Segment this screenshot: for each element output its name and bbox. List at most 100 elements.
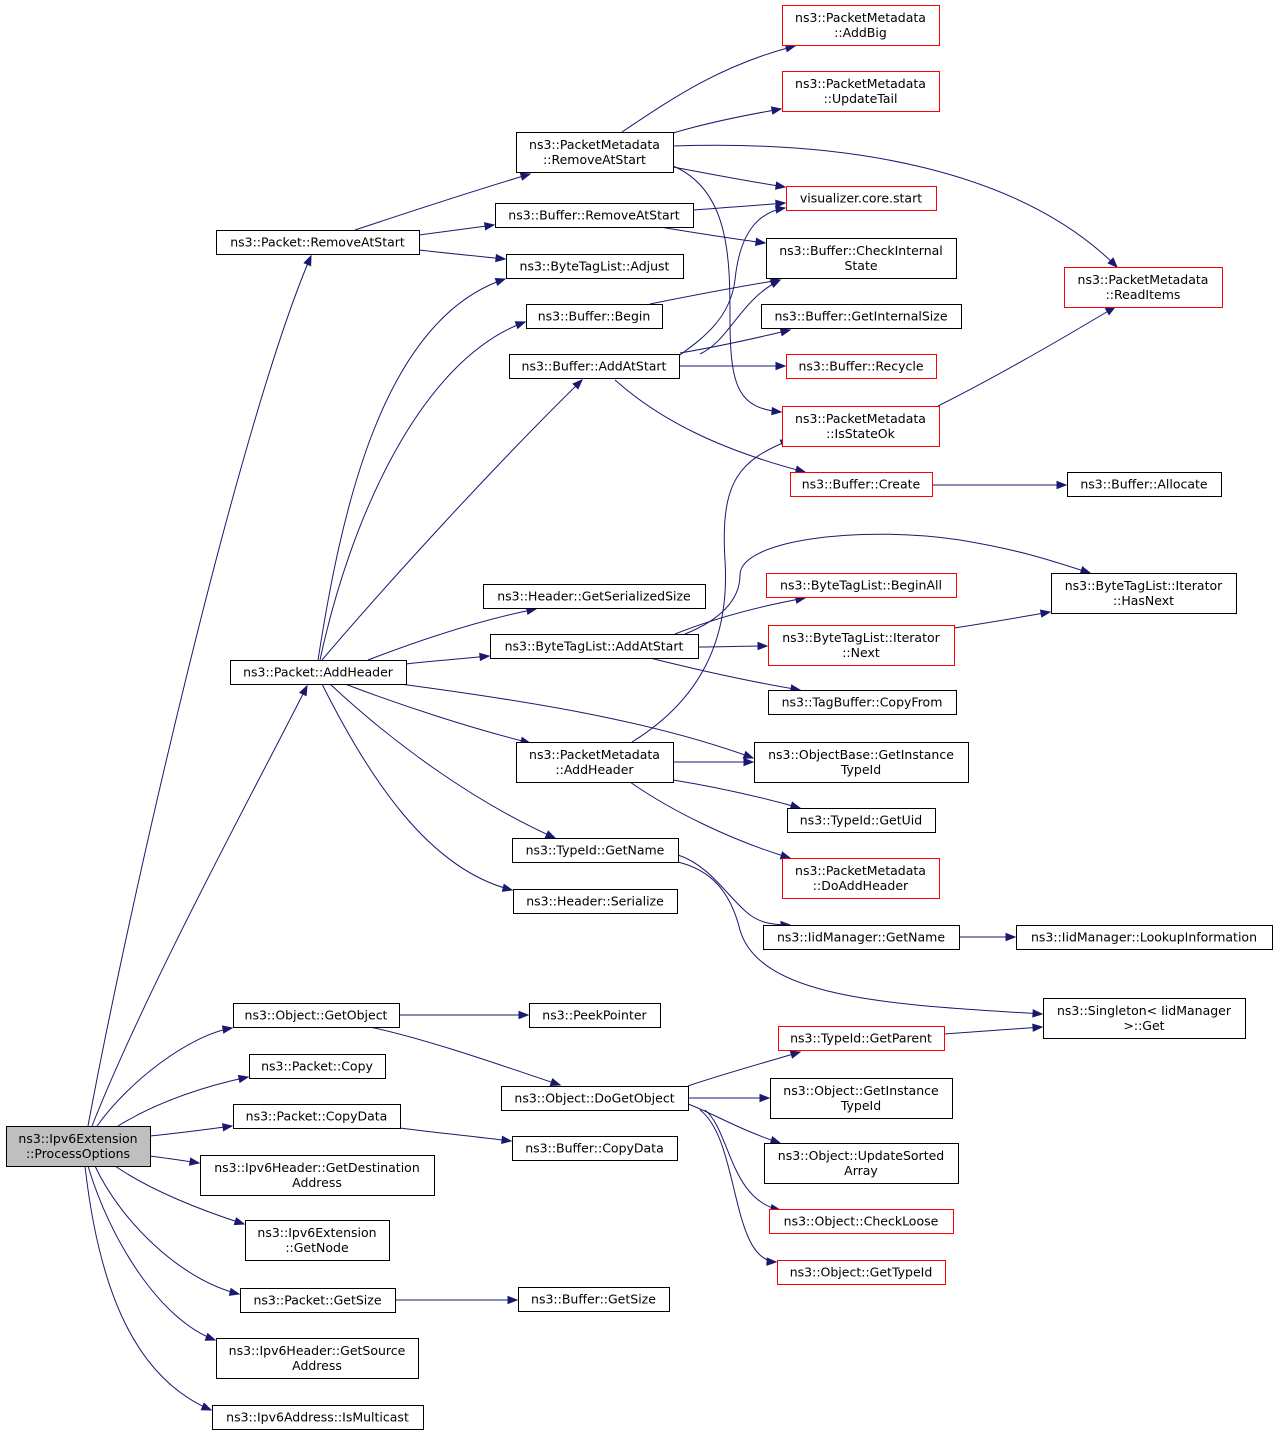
edge-pkt_addheader-to-btl_addatstart — [405, 652, 491, 665]
edge-typeid_getname-to-iid_getname — [677, 854, 792, 930]
node-obj-gettypeid[interactable]: ns3::Object::GetTypeId — [777, 1260, 946, 1285]
node-hdr-getserializedsize[interactable]: ns3::Header::GetSerializedSize — [483, 584, 706, 609]
node-pm-isstateok[interactable]: ns3::PacketMetadata::IsStateOk — [782, 406, 940, 447]
node-pm-readitems[interactable]: ns3::PacketMetadata::ReadItems — [1064, 267, 1223, 308]
node-box — [216, 230, 420, 255]
node-box — [766, 573, 957, 598]
node-btl-iter-next[interactable]: ns3::ByteTagList::Iterator::Next — [768, 625, 955, 666]
node-pkt-addheader[interactable]: ns3::Packet::AddHeader — [230, 660, 407, 685]
arrowhead — [766, 1257, 778, 1266]
node-label: ns3::Buffer::Begin — [538, 309, 651, 324]
node-pkt-copydata[interactable]: ns3::Packet::CopyData — [233, 1104, 401, 1129]
node-buf-copydata[interactable]: ns3::Buffer::CopyData — [512, 1136, 678, 1161]
node-box — [786, 186, 937, 211]
node-box — [233, 1003, 400, 1028]
node-ipv6addr-ismulticast[interactable]: ns3::Ipv6Address::IsMulticast — [212, 1405, 424, 1430]
node-label: ns3::PacketMetadata — [529, 747, 660, 762]
node-box — [200, 1155, 435, 1196]
node-pkt-removeatstart[interactable]: ns3::Packet::RemoveAtStart — [216, 230, 420, 255]
node-pm-addheader[interactable]: ns3::PacketMetadata::AddHeader — [516, 742, 674, 783]
node-label: ::ProcessOptions — [26, 1146, 130, 1161]
node-pm-doaddheader[interactable]: ns3::PacketMetadata::DoAddHeader — [782, 858, 940, 899]
node-label: TypeId — [840, 1098, 881, 1113]
node-buf-create[interactable]: ns3::Buffer::Create — [790, 472, 933, 497]
edge-pm_removeatstart-to-pm_readitems — [672, 144, 1118, 268]
node-box — [787, 808, 936, 833]
node-ipv6ext-getnode[interactable]: ns3::Ipv6Extension::GetNode — [245, 1220, 390, 1261]
node-pm-removeatstart[interactable]: ns3::PacketMetadata::RemoveAtStart — [516, 132, 674, 173]
edge-btl_iter_next-to-btl_iter_hasnext — [953, 609, 1052, 629]
node-buf-addatstart[interactable]: ns3::Buffer::AddAtStart — [509, 354, 680, 379]
node-btl-beginall[interactable]: ns3::ByteTagList::BeginAll — [766, 573, 957, 598]
edge-pm_removeatstart-to-pm_updatetail — [672, 106, 783, 134]
edge-buf_addatstart-to-buf_checkinternal — [699, 279, 782, 355]
node-obj-dogetobject[interactable]: ns3::Object::DoGetObject — [501, 1086, 689, 1111]
edge-obj_dogetobject-to-obj_gettypeid — [699, 1109, 778, 1266]
node-label: ns3::Object::GetInstance — [783, 1083, 939, 1098]
node-label: ns3::TypeId::GetUid — [800, 813, 922, 828]
node-label: ns3::Buffer::AddAtStart — [522, 359, 667, 374]
edge-root-to-pkt_getsize — [94, 1165, 241, 1296]
node-buf-begin[interactable]: ns3::Buffer::Begin — [526, 304, 663, 329]
edge-buf_addatstart-to-buf_getinternalsize — [679, 328, 792, 354]
node-iid-lookupinformation[interactable]: ns3::IidManager::LookupInformation — [1016, 925, 1273, 950]
node-box — [1064, 267, 1223, 308]
node-typeid-getname[interactable]: ns3::TypeId::GetName — [512, 838, 679, 863]
arrowhead — [759, 1093, 771, 1103]
node-buf-allocate[interactable]: ns3::Buffer::Allocate — [1067, 472, 1222, 497]
node-peekpointer[interactable]: ns3::PeekPointer — [529, 1003, 661, 1028]
node-pkt-copy[interactable]: ns3::Packet::Copy — [249, 1054, 386, 1079]
node-btl-iter-hasnext[interactable]: ns3::ByteTagList::Iterator::HasNext — [1051, 573, 1237, 614]
node-box — [506, 254, 684, 279]
node-box — [233, 1104, 401, 1129]
node-root[interactable]: ns3::Ipv6Extension::ProcessOptions — [6, 1126, 151, 1167]
node-typeid-getparent[interactable]: ns3::TypeId::GetParent — [778, 1026, 945, 1051]
node-box — [768, 690, 957, 715]
node-label: ns3::Object::DoGetObject — [514, 1091, 674, 1106]
nodes-layer: ns3::Ipv6Extension::ProcessOptionsns3::P… — [6, 5, 1273, 1430]
edge-root-to-ipv6addr_ismulticast — [84, 1165, 213, 1411]
edge-root-to-pkt_copydata — [149, 1123, 234, 1137]
node-label: Address — [292, 1358, 342, 1373]
node-iid-getname[interactable]: ns3::IidManager::GetName — [763, 925, 960, 950]
arrowhead — [779, 328, 792, 337]
arrowhead — [775, 199, 787, 209]
node-btl-adjust[interactable]: ns3::ByteTagList::Adjust — [506, 254, 684, 279]
arrowhead — [237, 1074, 250, 1084]
node-label: ns3::Object::UpdateSorted — [778, 1148, 944, 1163]
node-typeid-getuid[interactable]: ns3::TypeId::GetUid — [787, 808, 936, 833]
node-label: ns3::Singleton< IidManager — [1057, 1003, 1232, 1018]
node-buf-recycle[interactable]: ns3::Buffer::Recycle — [786, 354, 937, 379]
node-pm-addbig[interactable]: ns3::PacketMetadata::AddBig — [782, 5, 940, 46]
node-btl-addatstart[interactable]: ns3::ByteTagList::AddAtStart — [490, 634, 699, 659]
node-buf-getsize[interactable]: ns3::Buffer::GetSize — [518, 1287, 670, 1312]
node-tagbuf-copyfrom[interactable]: ns3::TagBuffer::CopyFrom — [768, 690, 957, 715]
edge-root-to-obj_getobject — [96, 1025, 234, 1127]
node-label: ns3::Buffer::GetSize — [531, 1292, 656, 1307]
arrowhead — [779, 851, 792, 860]
edge-buf_addatstart-to-buf_recycle — [679, 361, 787, 371]
node-hdr-serialize[interactable]: ns3::Header::Serialize — [513, 889, 678, 914]
node-label: ns3::Buffer::RemoveAtStart — [508, 208, 680, 223]
node-buf-removeatstart[interactable]: ns3::Buffer::RemoveAtStart — [495, 203, 694, 228]
node-singleton-get[interactable]: ns3::Singleton< IidManager>::Get — [1043, 998, 1246, 1039]
node-box — [766, 238, 957, 279]
node-box — [770, 1078, 953, 1119]
node-pm-updatetail[interactable]: ns3::PacketMetadata::UpdateTail — [782, 71, 940, 112]
node-box — [516, 742, 674, 783]
edge-btl_addatstart-to-btl_iter_next — [697, 641, 769, 651]
node-pkt-getsize[interactable]: ns3::Packet::GetSize — [240, 1288, 396, 1313]
node-obj-checkloose[interactable]: ns3::Object::CheckLoose — [769, 1209, 954, 1234]
node-box — [778, 1026, 945, 1051]
node-obj-getobject[interactable]: ns3::Object::GetObject — [233, 1003, 400, 1028]
node-buf-getinternalsize[interactable]: ns3::Buffer::GetInternalSize — [761, 304, 962, 329]
node-box — [1043, 998, 1246, 1039]
node-label: ::ReadItems — [1106, 287, 1181, 302]
node-vis-core-start[interactable]: visualizer.core.start — [786, 186, 937, 211]
